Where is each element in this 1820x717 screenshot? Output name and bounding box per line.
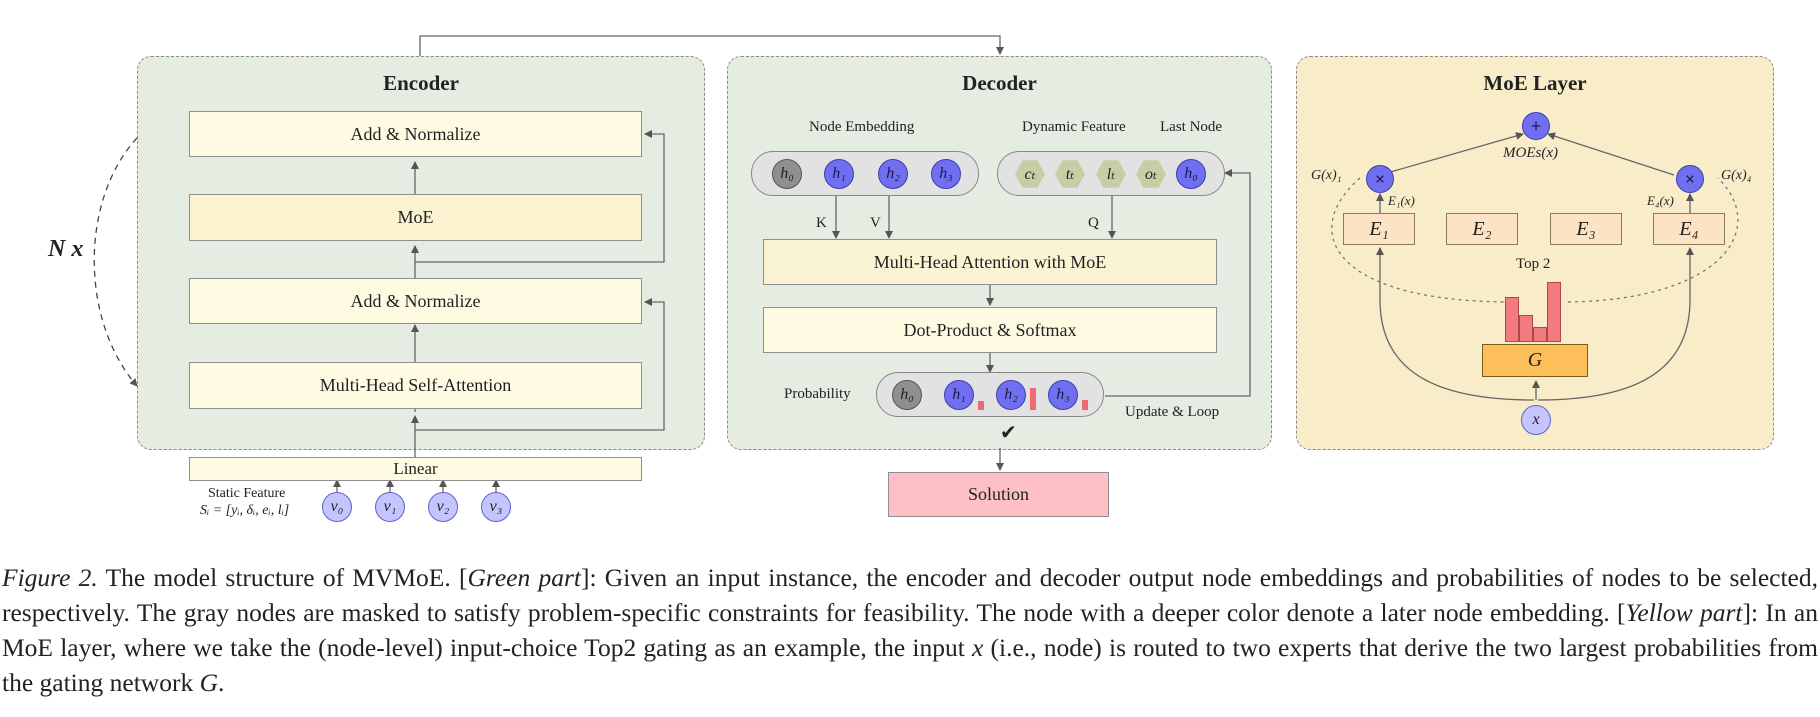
check-mark-icon: ✔ xyxy=(1000,422,1017,444)
caption-text-3: ]: In an MoE layer, where we take the (n… xyxy=(2,598,1818,662)
probability-mark-3 xyxy=(1082,400,1088,410)
last-node-label: Last Node xyxy=(1160,119,1223,135)
expert4-output-label: E₄(x) xyxy=(1647,193,1674,208)
query-label: Q xyxy=(1088,215,1099,231)
caption-text-2: ]: Given an input instance, the encoder … xyxy=(2,563,1818,627)
top-2-label: Top 2 xyxy=(1516,256,1551,272)
static-feature-label: Static Feature xyxy=(208,486,286,501)
embedding-node-h2: h₂ xyxy=(878,159,908,189)
probability-mark-1 xyxy=(978,401,984,410)
embedding-node-h1: h₁ xyxy=(824,159,854,189)
input-node-v2: v₂ xyxy=(428,492,458,522)
prob-node-h0: h₀ xyxy=(892,380,922,410)
decoder-title: Decoder xyxy=(962,71,1037,95)
encoder-linear-layer: Linear xyxy=(189,457,642,481)
gate-score-bar-3 xyxy=(1533,327,1547,342)
gate-score-bar-1 xyxy=(1505,297,1519,342)
input-node-v3: v₃ xyxy=(481,492,511,522)
last-node-h0: h₀ xyxy=(1176,159,1206,189)
dynamic-node-c: cₜ xyxy=(1015,160,1045,188)
caption-var-x: x xyxy=(971,633,984,662)
moe-input-node-x: x xyxy=(1521,405,1551,435)
moe-layer-title: MoE Layer xyxy=(1483,71,1587,95)
expert-e4: E₄ xyxy=(1653,213,1725,245)
caption-figure-label: Figure 2. xyxy=(2,563,98,592)
sum-icon: + xyxy=(1522,112,1550,140)
dynamic-feature-label: Dynamic Feature xyxy=(1022,119,1126,135)
embedding-node-h3: h₃ xyxy=(931,159,961,189)
value-label: V xyxy=(870,215,881,231)
expert1-output-label: E₁(x) xyxy=(1388,193,1415,208)
decoder-dot-product-softmax: Dot-Product & Softmax xyxy=(763,307,1217,353)
decoder-multi-head-attention-moe: Multi-Head Attention with MoE xyxy=(763,239,1217,285)
moe-output-label: MOEs(x) xyxy=(1503,145,1558,161)
dynamic-node-l: lₜ xyxy=(1096,160,1126,188)
caption-green-part: Green part xyxy=(467,563,581,592)
expert-e2: E₂ xyxy=(1446,213,1518,245)
encoder-multi-head-self-attention: Multi-Head Self-Attention xyxy=(189,362,642,409)
caption-text-4: (i.e., node) is routed to two experts th… xyxy=(2,633,1818,697)
dynamic-node-o: oₜ xyxy=(1136,160,1166,188)
gating-network: G xyxy=(1482,344,1588,377)
caption-yellow-part: Yellow part xyxy=(1625,598,1743,627)
expert-e1: E₁ xyxy=(1343,213,1415,245)
gate-score-bar-2 xyxy=(1519,315,1533,342)
caption-text-5: . xyxy=(218,668,225,697)
multiply-left-icon: × xyxy=(1366,165,1394,193)
encoder-title: Encoder xyxy=(383,71,459,95)
dynamic-node-t: tₜ xyxy=(1055,160,1085,188)
embedding-node-h0: h₀ xyxy=(772,159,802,189)
multiply-right-icon: × xyxy=(1676,165,1704,193)
encoder-add-normalize-top: Add & Normalize xyxy=(189,111,642,157)
gate-weight-left-label: G(x)₁ xyxy=(1311,168,1342,183)
probability-label: Probability xyxy=(784,386,851,402)
prob-node-h1: h₁ xyxy=(944,380,974,410)
encoder-moe-block: MoE xyxy=(189,194,642,241)
key-label: K xyxy=(816,215,827,231)
expert-e3: E₃ xyxy=(1550,213,1622,245)
probability-mark-2 xyxy=(1030,388,1036,410)
update-loop-label: Update & Loop xyxy=(1125,404,1220,420)
prob-node-h3: h₃ xyxy=(1048,380,1078,410)
input-node-v0: v₀ xyxy=(322,492,352,522)
repeat-n-label: N x xyxy=(48,236,84,262)
static-feature-formula: Sᵢ = [yᵢ, δᵢ, eᵢ, lᵢ] xyxy=(200,503,290,518)
node-embedding-label: Node Embedding xyxy=(809,119,915,135)
gate-weight-right-label: G(x)₄ xyxy=(1721,168,1752,183)
input-node-v1: v₁ xyxy=(375,492,405,522)
caption-var-g: G xyxy=(199,668,218,697)
figure-caption: Figure 2. The model structure of MVMoE. … xyxy=(2,560,1818,700)
encoder-add-normalize-bottom: Add & Normalize xyxy=(189,278,642,324)
caption-text-1: The model structure of MVMoE. [ xyxy=(97,563,468,592)
solution-box: Solution xyxy=(888,472,1109,517)
gate-score-bar-4 xyxy=(1547,282,1561,342)
prob-node-h2: h₂ xyxy=(996,380,1026,410)
